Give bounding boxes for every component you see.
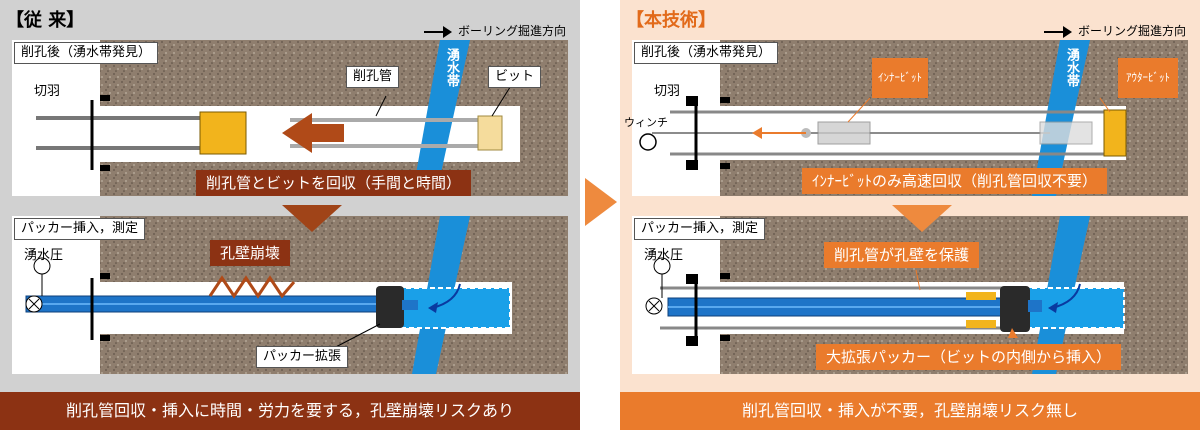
pressure-label: 湧水圧 [644, 248, 684, 263]
pipe-label: 削孔管 [346, 66, 400, 88]
panel-title: 【本技術】 [626, 10, 716, 31]
summary-bar: 削孔管回収・挿入が不要，孔壁崩壊リスク無し [620, 392, 1200, 430]
zone-label: 湧水帯 [1064, 48, 1079, 87]
recover-banner: ｲﾝﾅｰﾋﾞｯﾄのみ高速回収（削孔管回収不要） [802, 168, 1108, 194]
packer-banner: 大拡張パッカー（ビットの内側から挿入） [816, 344, 1122, 370]
transition-arrow [585, 178, 617, 226]
conventional-panel: 【従 来】 ボーリング掘進方向 [0, 0, 580, 430]
arrow-right-icon [1043, 25, 1072, 38]
panel-title: 【従 来】 [6, 10, 85, 31]
bit-label: ビット [488, 66, 542, 88]
mid-stage-label: パッカー挿入，測定 [14, 218, 146, 240]
arrow-right-icon [423, 25, 452, 38]
face-label: 切羽 [34, 84, 61, 99]
top-stage-label: 削孔後（湧水帯発見） [634, 42, 779, 64]
top-stage-label: 削孔後（湧水帯発見） [14, 42, 159, 64]
new-technology-panel: 【本技術】 ボーリング掘進方向 [620, 0, 1200, 430]
protect-banner: 削孔管が孔壁を保護 [824, 242, 980, 268]
summary-bar: 削孔管回収・挿入に時間・労力を要する，孔壁崩壊リスクあり [0, 392, 580, 430]
recover-banner: 削孔管とビットを回収（手間と時間） [196, 170, 472, 196]
pressure-label: 湧水圧 [24, 248, 64, 263]
winch-label: ウィンチ [624, 116, 668, 129]
inner-bit-label: ｲﾝﾅｰﾋﾞｯﾄ [872, 58, 928, 98]
direction-label: ボーリング掘進方向 [1043, 22, 1186, 39]
collapse-banner: 孔壁崩壊 [210, 240, 291, 266]
packer-label: パッカー拡張 [256, 346, 349, 368]
direction-label: ボーリング掘進方向 [423, 22, 566, 39]
zone-label: 湧水帯 [444, 48, 459, 87]
mid-stage-label: パッカー挿入，測定 [634, 218, 766, 240]
face-label: 切羽 [654, 84, 681, 99]
outer-bit-label: ｱｳﾀｰﾋﾞｯﾄ [1118, 58, 1178, 98]
